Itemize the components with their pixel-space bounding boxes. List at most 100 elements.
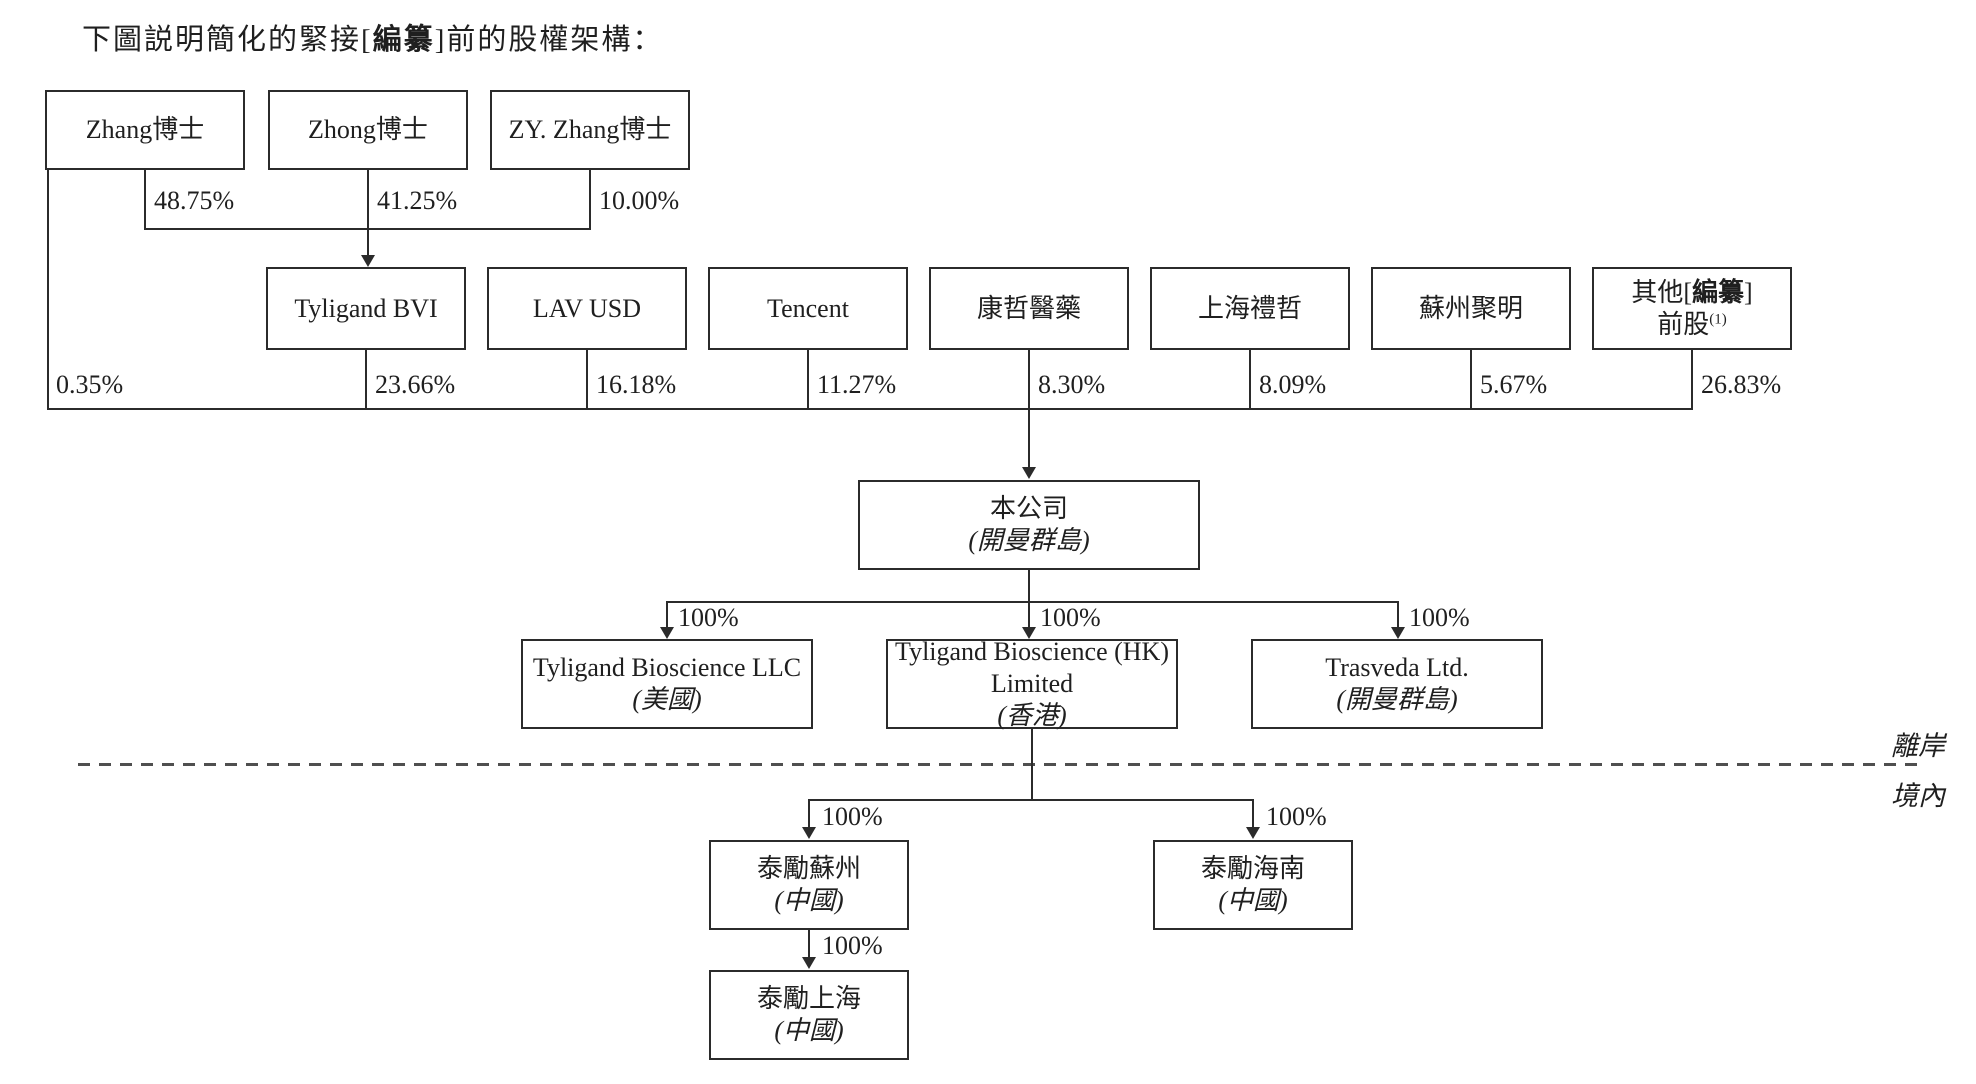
node-suzhou-juming: 蘇州聚明 (1371, 267, 1571, 350)
arrow-to-bvi-shaft (367, 230, 369, 256)
arrow-to-trasveda-shaft (1397, 603, 1399, 627)
edge-tencent-company-line (807, 350, 809, 410)
arrow-to-shanghai-shaft (808, 930, 810, 957)
pct-hk-hainan: 100% (1266, 802, 1327, 831)
pct-company-llc: 100% (678, 603, 739, 632)
edge-kangzhe-company-line (1028, 350, 1030, 410)
node-zhang: Zhang博士 (45, 90, 245, 170)
arrow-to-company-shaft (1028, 410, 1030, 468)
others-line1-close: ] (1744, 277, 1753, 307)
node-zy-zhang-label: ZY. Zhang博士 (508, 115, 672, 145)
pct-lizhe: 8.09% (1259, 370, 1327, 399)
arrow-to-suzhou-shaft (808, 801, 810, 827)
node-others-line1: 其他[編纂] (1631, 277, 1752, 309)
node-company: 本公司 (開曼群島) (858, 480, 1200, 570)
diagram-caption: 下圖説明簡化的緊接[編纂]前的股權架構： (82, 16, 663, 58)
pct-hk-suzhou: 100% (822, 802, 883, 831)
edge-juming-company-line (1470, 350, 1472, 410)
arrow-to-hk-head (1022, 627, 1036, 639)
edge-zhong-bvi-line (367, 170, 369, 230)
pct-bvi: 23.66% (375, 370, 456, 399)
pct-zy-bvi: 10.00% (599, 186, 680, 215)
others-line2-text: 前股 (1657, 309, 1710, 339)
offshore-onshore-divider (78, 763, 1923, 766)
node-taili-hainan: 泰勵海南 (中國) (1153, 840, 1353, 930)
pct-others: 26.83% (1701, 370, 1782, 399)
node-tyligand-llc: Tyligand Bioscience LLC (美國) (521, 639, 813, 729)
node-company-name: 本公司 (989, 494, 1068, 524)
arrow-to-trasveda-head (1391, 627, 1405, 639)
node-shanghai-lizhe: 上海禮哲 (1150, 267, 1350, 350)
subsidiaries-splitter-line (666, 601, 1399, 603)
offshore-label: 離岸 (1891, 731, 1945, 761)
node-lav-usd-label: LAV USD (532, 293, 642, 323)
others-line1-pre: 其他[ (1631, 277, 1692, 307)
edge-zy-bvi-line (589, 170, 591, 230)
node-trasveda: Trasveda Ltd. (開曼群島) (1251, 639, 1543, 729)
node-taili-suzhou-name: 泰勵蘇州 (756, 854, 861, 884)
caption-redacted: 編纂 (372, 24, 435, 56)
onshore-splitter-line (808, 799, 1254, 801)
node-others-line2: 前股(1) (1657, 309, 1727, 341)
edge-bvi-company-line (365, 350, 367, 410)
node-trasveda-jurisdiction: (開曼群島) (1336, 685, 1458, 714)
node-tencent: Tencent (708, 267, 908, 350)
others-footnote-marker: (1) (1709, 310, 1727, 327)
node-zhong-label: Zhong博士 (308, 115, 428, 145)
node-taili-suzhou: 泰勵蘇州 (中國) (709, 840, 909, 930)
pct-zhang-bvi: 48.75% (154, 186, 235, 215)
pct-lav: 16.18% (596, 370, 677, 399)
node-zhang-label: Zhang博士 (85, 115, 205, 145)
node-tyligand-hk-name-line1: Tyligand Bioscience (HK) (895, 637, 1169, 667)
arrow-to-shanghai-head (802, 957, 816, 969)
pct-zhang-direct: 0.35% (56, 370, 124, 399)
row1-connector-line (144, 228, 591, 230)
node-taili-shanghai: 泰勵上海 (中國) (709, 970, 909, 1060)
arrow-to-llc-shaft (666, 603, 668, 627)
onshore-label: 境內 (1891, 781, 1945, 811)
shareholder-bus-line (47, 408, 1693, 410)
arrow-to-llc-head (660, 627, 674, 639)
arrow-to-bvi-head (361, 255, 375, 267)
node-tyligand-bvi-label: Tyligand BVI (294, 293, 438, 323)
node-suzhou-juming-label: 蘇州聚明 (1418, 293, 1523, 323)
node-lav-usd: LAV USD (487, 267, 687, 350)
pct-company-trasveda: 100% (1409, 603, 1470, 632)
pct-juming: 5.67% (1480, 370, 1548, 399)
pct-suzhou-shanghai: 100% (822, 931, 883, 960)
caption-prefix: 下圖説明簡化的緊接[ (82, 24, 373, 56)
pct-kangzhe: 8.30% (1038, 370, 1106, 399)
edge-lizhe-company-line (1249, 350, 1251, 410)
node-tyligand-hk-name-line2: Limited (990, 669, 1074, 699)
node-trasveda-name: Trasveda Ltd. (1325, 653, 1469, 683)
pct-company-hk: 100% (1040, 603, 1101, 632)
node-taili-shanghai-name: 泰勵上海 (756, 984, 861, 1014)
company-down-line (1028, 570, 1030, 603)
node-taili-suzhou-jurisdiction: (中國) (774, 886, 844, 915)
edge-zhang-direct-line (47, 170, 49, 410)
edge-zhang-bvi-line (144, 170, 146, 230)
edge-lav-company-line (586, 350, 588, 410)
node-tyligand-hk: Tyligand Bioscience (HK) Limited (香港) (886, 637, 1178, 730)
hk-down-line (1031, 729, 1033, 801)
node-shanghai-lizhe-label: 上海禮哲 (1197, 293, 1302, 323)
caption-suffix: ]前的股權架構： (434, 24, 664, 56)
node-taili-hainan-name: 泰勵海南 (1200, 854, 1305, 884)
node-tencent-label: Tencent (767, 293, 849, 323)
node-taili-hainan-jurisdiction: (中國) (1218, 886, 1288, 915)
node-kangzhe-label: 康哲醫藥 (976, 293, 1081, 323)
node-tyligand-bvi: Tyligand BVI (266, 267, 466, 350)
pct-zhong-bvi: 41.25% (377, 186, 458, 215)
pct-tencent: 11.27% (817, 370, 897, 399)
arrow-to-company-head (1022, 467, 1036, 479)
node-zhong: Zhong博士 (268, 90, 468, 170)
node-zy-zhang: ZY. Zhang博士 (490, 90, 690, 170)
arrow-to-suzhou-head (802, 827, 816, 839)
others-redacted: 編纂 (1691, 277, 1744, 307)
node-kangzhe: 康哲醫藥 (929, 267, 1129, 350)
node-taili-shanghai-jurisdiction: (中國) (774, 1016, 844, 1045)
arrow-to-hk-shaft (1028, 603, 1030, 627)
node-company-jurisdiction: (開曼群島) (968, 526, 1090, 555)
node-tyligand-hk-jurisdiction: (香港) (997, 700, 1067, 730)
